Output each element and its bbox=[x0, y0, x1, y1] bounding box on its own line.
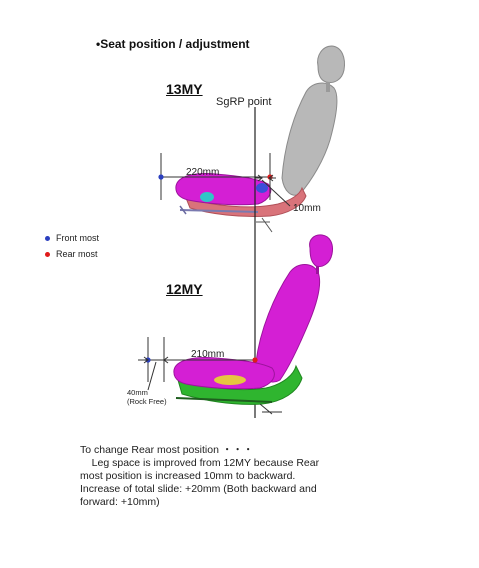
red-dot-icon bbox=[45, 252, 50, 258]
arrow-10mm-right bbox=[268, 174, 276, 182]
dim-label-220mm: 220mm bbox=[186, 167, 220, 178]
frame-13my bbox=[185, 186, 307, 218]
model-label-13my: 13MY bbox=[166, 81, 203, 97]
cushion-12my bbox=[173, 357, 275, 390]
dim-label-40mm: 40mm (Rock Free) bbox=[127, 388, 167, 406]
dim-40mm-value: 40mm bbox=[127, 388, 148, 397]
front-most-point-13my bbox=[158, 174, 164, 180]
mechanism-13my bbox=[200, 192, 214, 202]
note-line: Increase of total slide: +20mm (Both bac… bbox=[80, 483, 317, 495]
blue-dot-icon bbox=[45, 236, 50, 242]
legend-label: Rear most bbox=[56, 249, 98, 259]
headrest-12my bbox=[309, 234, 333, 267]
seat-13my bbox=[175, 45, 345, 233]
legend-label: Front most bbox=[56, 233, 100, 243]
seat-12my bbox=[173, 234, 333, 415]
arrow-40mm-left bbox=[138, 356, 149, 364]
legend-item-rear-most: Rear most bbox=[45, 249, 98, 259]
explanation-note: To change Rear most position ・・・ Leg spa… bbox=[80, 444, 380, 509]
page-title: •Seat position / adjustment bbox=[96, 37, 250, 51]
seatback-12my bbox=[255, 264, 321, 383]
legend-item-front-most: Front most bbox=[45, 233, 99, 243]
note-line: To change Rear most position ・・・ bbox=[80, 444, 254, 456]
rail-12my bbox=[175, 397, 273, 403]
note-line: Leg space is improved from 12MY because … bbox=[80, 457, 320, 469]
headrest-13my bbox=[317, 45, 345, 83]
headrest-post-12my bbox=[316, 266, 319, 274]
seatback-13my bbox=[281, 82, 338, 196]
dim-leader-40mm bbox=[147, 361, 157, 391]
dim-label-10mm: 10mm bbox=[293, 203, 321, 214]
frame-12my bbox=[177, 364, 303, 405]
dim-label-210mm: 210mm bbox=[191, 349, 225, 360]
rear-most-point-12my bbox=[252, 357, 258, 363]
foot-13my bbox=[261, 217, 273, 233]
arrow-10mm-left bbox=[255, 174, 263, 182]
note-line: most position is increased 10mm to backw… bbox=[80, 470, 296, 482]
model-label-12my: 12MY bbox=[166, 281, 203, 297]
dim-40mm-caption: (Rock Free) bbox=[127, 397, 167, 406]
headrest-post-13my bbox=[326, 82, 330, 92]
cushion-13my bbox=[175, 173, 272, 206]
sgrp-point-label: SgRP point bbox=[216, 96, 272, 108]
rail-13my bbox=[179, 209, 259, 213]
mechanism-12my bbox=[214, 375, 246, 385]
dim-leader-10mm bbox=[261, 179, 291, 207]
arrow-40mm-right bbox=[163, 356, 174, 364]
lever-13my bbox=[179, 205, 187, 215]
recliner-13my bbox=[256, 183, 268, 193]
note-line: forward: +10mm) bbox=[80, 496, 160, 508]
